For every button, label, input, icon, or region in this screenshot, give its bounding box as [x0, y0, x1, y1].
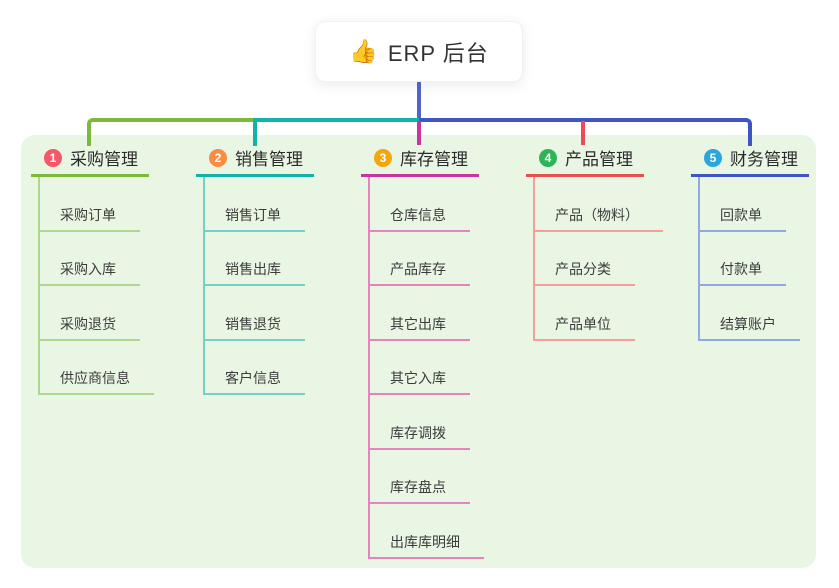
connector-drop-inventory [417, 121, 421, 145]
child-node[interactable]: 其它入库 [368, 340, 470, 395]
child-node-label: 销售出库 [225, 261, 281, 277]
child-node[interactable]: 其它出库 [368, 286, 470, 341]
branch-children: 采购订单采购入库采购退货供应商信息 [38, 177, 154, 395]
child-node[interactable]: 销售退货 [203, 286, 305, 341]
child-node-label: 供应商信息 [60, 370, 130, 386]
child-node-label: 销售退货 [225, 315, 281, 332]
child-node[interactable]: 出库库明细 [368, 504, 484, 559]
connector-rail-blue [419, 118, 752, 146]
child-node[interactable]: 采购入库 [38, 231, 140, 286]
child-node-label: 产品（物料） [555, 206, 639, 223]
child-node-label: 回款单 [720, 206, 762, 223]
child-node-label: 库存调拨 [390, 424, 446, 441]
thumbs-up-icon: 👍 [349, 38, 378, 64]
child-node-label: 产品库存 [390, 261, 446, 277]
background-panel [21, 135, 816, 568]
connector-root-drop [417, 81, 421, 119]
child-node[interactable]: 采购退货 [38, 286, 140, 341]
connector-drop-product [581, 121, 585, 145]
child-node-label: 采购入库 [60, 261, 116, 277]
branch-number-badge: 2 [209, 148, 227, 167]
child-node-label: 销售订单 [225, 206, 281, 223]
child-node-label: 其它入库 [390, 370, 446, 386]
branch-number-badge: 1 [44, 148, 62, 167]
root-title: ERP 后台 [387, 40, 489, 66]
child-node[interactable]: 产品单位 [533, 286, 635, 341]
branch-product: 4 产品管理 产品（物料） 产品分类产品单位 [526, 148, 663, 341]
branch-finance: 5 财务管理 回款单付款单结算账户 [691, 148, 809, 341]
branch-title: 销售管理 [235, 150, 303, 169]
branch-title: 财务管理 [730, 150, 798, 169]
branch-header-inventory[interactable]: 3 库存管理 [361, 148, 479, 177]
child-node-label: 采购退货 [60, 315, 116, 332]
child-node-label: 付款单 [720, 261, 762, 277]
branch-children: 回款单付款单结算账户 [698, 177, 809, 341]
child-node-label: 产品分类 [555, 261, 611, 277]
branch-header-purchase[interactable]: 1 采购管理 [31, 148, 149, 177]
child-node[interactable]: 产品（物料） [533, 177, 663, 232]
child-node[interactable]: 产品库存 [368, 231, 470, 286]
child-node-label: 库存盘点 [390, 479, 446, 495]
child-node[interactable]: 库存盘点 [368, 449, 470, 504]
branch-header-finance[interactable]: 5 财务管理 [691, 148, 809, 177]
child-node[interactable]: 供应商信息 [38, 340, 154, 395]
connector-rail-green [87, 118, 253, 146]
branch-title: 产品管理 [565, 150, 633, 169]
child-node-label: 仓库信息 [390, 206, 446, 223]
branch-children: 产品（物料） 产品分类产品单位 [533, 177, 663, 341]
branch-inventory: 3 库存管理 仓库信息产品库存其它出库其它入库库存调拨库存盘点出库库明细 [361, 148, 484, 559]
child-node-label: 采购订单 [60, 206, 116, 223]
branch-title: 库存管理 [400, 150, 468, 169]
child-node[interactable]: 库存调拨 [368, 395, 470, 450]
child-node[interactable]: 销售订单 [203, 177, 305, 232]
branch-sales: 2 销售管理 销售订单销售出库销售退货客户信息 [196, 148, 314, 395]
branch-number-badge: 3 [374, 148, 392, 167]
child-node[interactable]: 结算账户 [698, 286, 800, 341]
child-node-label: 客户信息 [225, 370, 281, 386]
child-node[interactable]: 付款单 [698, 231, 786, 286]
branch-header-product[interactable]: 4 产品管理 [526, 148, 644, 177]
child-node[interactable]: 客户信息 [203, 340, 305, 395]
branch-number-badge: 5 [704, 148, 722, 167]
child-node-label: 出库库明细 [390, 533, 460, 550]
connector-rail-teal [253, 118, 419, 146]
branch-number-badge: 4 [539, 148, 557, 167]
branch-title: 采购管理 [70, 150, 138, 169]
branch-purchase: 1 采购管理 采购订单采购入库采购退货供应商信息 [31, 148, 154, 395]
branch-children: 销售订单销售出库销售退货客户信息 [203, 177, 314, 395]
child-node[interactable]: 回款单 [698, 177, 786, 232]
child-node-label: 产品单位 [555, 315, 611, 332]
child-node-label: 结算账户 [720, 315, 776, 332]
child-node-label: 其它出库 [390, 315, 446, 332]
branch-children: 仓库信息产品库存其它出库其它入库库存调拨库存盘点出库库明细 [368, 177, 484, 559]
child-node[interactable]: 产品分类 [533, 231, 635, 286]
child-node[interactable]: 销售出库 [203, 231, 305, 286]
root-node[interactable]: 👍 ERP 后台 [315, 21, 523, 82]
child-node[interactable]: 仓库信息 [368, 177, 470, 232]
child-node[interactable]: 采购订单 [38, 177, 140, 232]
branch-header-sales[interactable]: 2 销售管理 [196, 148, 314, 177]
